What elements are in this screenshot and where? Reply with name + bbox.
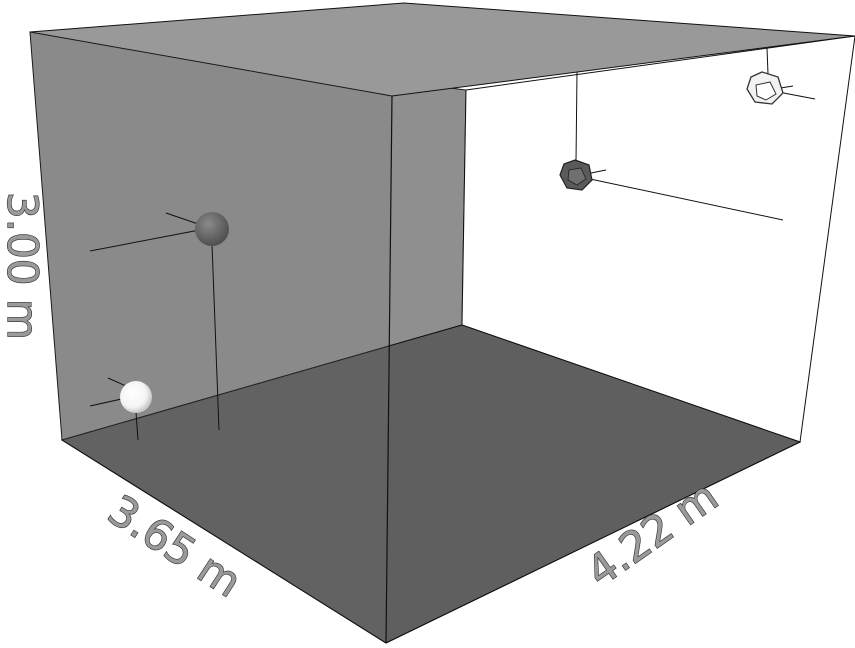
gray-sphere-icon (195, 212, 229, 246)
object-dark-dodecahedron (559, 71, 784, 221)
white-sphere-icon (120, 381, 152, 413)
object-white-dodecahedron (746, 47, 816, 105)
floor-front-left-edge (61, 439, 387, 644)
front-edge (385, 95, 393, 644)
height-label: 3.00 m (0, 192, 47, 340)
object-white-sphere (89, 377, 152, 441)
front-left-wall (30, 32, 392, 643)
floor-front-right-edge (385, 441, 801, 644)
ceiling (29, 2, 855, 97)
object-gray-sphere (89, 212, 229, 431)
